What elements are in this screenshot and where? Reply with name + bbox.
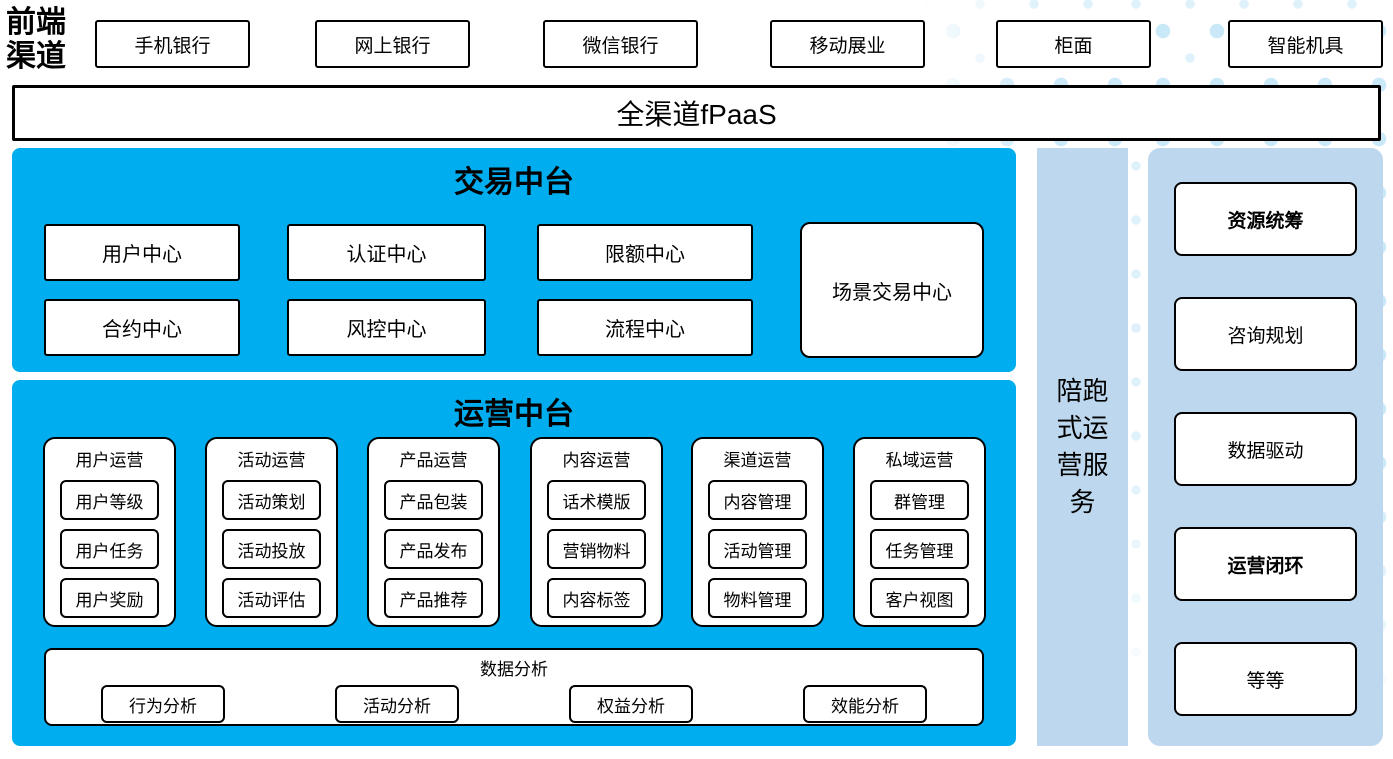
opcol-item: 话术模版 [547, 480, 646, 520]
companion-service-bar: 陪跑式运营服务 [1037, 148, 1128, 746]
channel-box-online-banking: 网上银行 [315, 20, 470, 68]
trading-platform-title: 交易中台 [454, 166, 574, 199]
companion-service-label: 陪跑式运营服务 [1056, 376, 1109, 517]
trading-platform-panel: 交易中台 用户中心 认证中心 限额中心 合约中心 风控中心 流程中心 场景交易中… [12, 148, 1016, 372]
channel-box-wechat-banking: 微信银行 [543, 20, 698, 68]
opcol-title: 渠道运营 [723, 451, 792, 470]
operation-platform-title: 运营中台 [454, 398, 574, 431]
opcol-item: 物料管理 [708, 578, 807, 618]
channel-box-mobile-banking: 手机银行 [95, 20, 250, 68]
analysis-item-efficiency: 效能分析 [803, 685, 927, 723]
opcol-item: 活动投放 [222, 529, 321, 569]
opcol-title: 活动运营 [237, 451, 306, 470]
service-box-operation-loop: 运营闭环 [1174, 527, 1357, 601]
data-analysis-box: 数据分析 行为分析 活动分析 权益分析 效能分析 [44, 648, 984, 726]
opcol-title: 用户运营 [75, 451, 144, 470]
center-box-limit: 限额中心 [537, 224, 753, 281]
opcol-user-operation: 用户运营 用户等级 用户任务 用户奖励 [43, 437, 176, 627]
service-box-consulting: 咨询规划 [1174, 297, 1357, 371]
service-box-resource-planning: 资源统筹 [1174, 182, 1357, 256]
opcol-channel-operation: 渠道运营 内容管理 活动管理 物料管理 [691, 437, 824, 627]
channel-box-mobile-outreach: 移动展业 [770, 20, 925, 68]
fpaas-bar: 全渠道fPaaS [12, 85, 1381, 141]
opcol-item: 群管理 [870, 480, 969, 520]
opcol-item: 产品推荐 [384, 578, 483, 618]
opcol-title: 私域运营 [885, 451, 954, 470]
opcol-item: 产品发布 [384, 529, 483, 569]
opcol-product-operation: 产品运营 产品包装 产品发布 产品推荐 [367, 437, 500, 627]
analysis-item-behavior: 行为分析 [101, 685, 225, 723]
data-analysis-title: 数据分析 [480, 660, 548, 679]
opcol-item: 活动评估 [222, 578, 321, 618]
opcol-item: 内容标签 [547, 578, 646, 618]
center-box-user: 用户中心 [44, 224, 240, 281]
opcol-item: 用户等级 [60, 480, 159, 520]
data-analysis-row: 行为分析 活动分析 权益分析 效能分析 [46, 685, 982, 723]
channel-box-counter: 柜面 [996, 20, 1151, 68]
opcol-content-operation: 内容运营 话术模版 营销物料 内容标签 [530, 437, 663, 627]
opcol-item: 产品包装 [384, 480, 483, 520]
analysis-item-rights: 权益分析 [569, 685, 693, 723]
operation-platform-panel: 运营中台 用户运营 用户等级 用户任务 用户奖励 活动运营 活动策划 活动投放 … [12, 380, 1016, 746]
opcol-title: 产品运营 [399, 451, 468, 470]
opcol-item: 任务管理 [870, 529, 969, 569]
center-box-contract: 合约中心 [44, 299, 240, 356]
scene-trading-center-box: 场景交易中心 [800, 222, 984, 358]
center-box-process: 流程中心 [537, 299, 753, 356]
opcol-activity-operation: 活动运营 活动策划 活动投放 活动评估 [205, 437, 338, 627]
opcol-item: 内容管理 [708, 480, 807, 520]
service-items-panel: 资源统筹 咨询规划 数据驱动 运营闭环 等等 [1148, 148, 1383, 746]
opcol-item: 营销物料 [547, 529, 646, 569]
opcol-title: 内容运营 [562, 451, 631, 470]
opcol-item: 活动管理 [708, 529, 807, 569]
opcol-item: 用户任务 [60, 529, 159, 569]
analysis-item-activity: 活动分析 [335, 685, 459, 723]
service-box-data-driven: 数据驱动 [1174, 412, 1357, 486]
channel-box-smart-devices: 智能机具 [1228, 20, 1383, 68]
service-box-etc: 等等 [1174, 642, 1357, 716]
opcol-private-domain-operation: 私域运营 群管理 任务管理 客户视图 [853, 437, 986, 627]
center-box-auth: 认证中心 [287, 224, 486, 281]
center-box-risk: 风控中心 [287, 299, 486, 356]
opcol-item: 用户奖励 [60, 578, 159, 618]
opcol-item: 客户视图 [870, 578, 969, 618]
opcol-item: 活动策划 [222, 480, 321, 520]
front-channels-label: 前端渠道 [6, 6, 66, 73]
